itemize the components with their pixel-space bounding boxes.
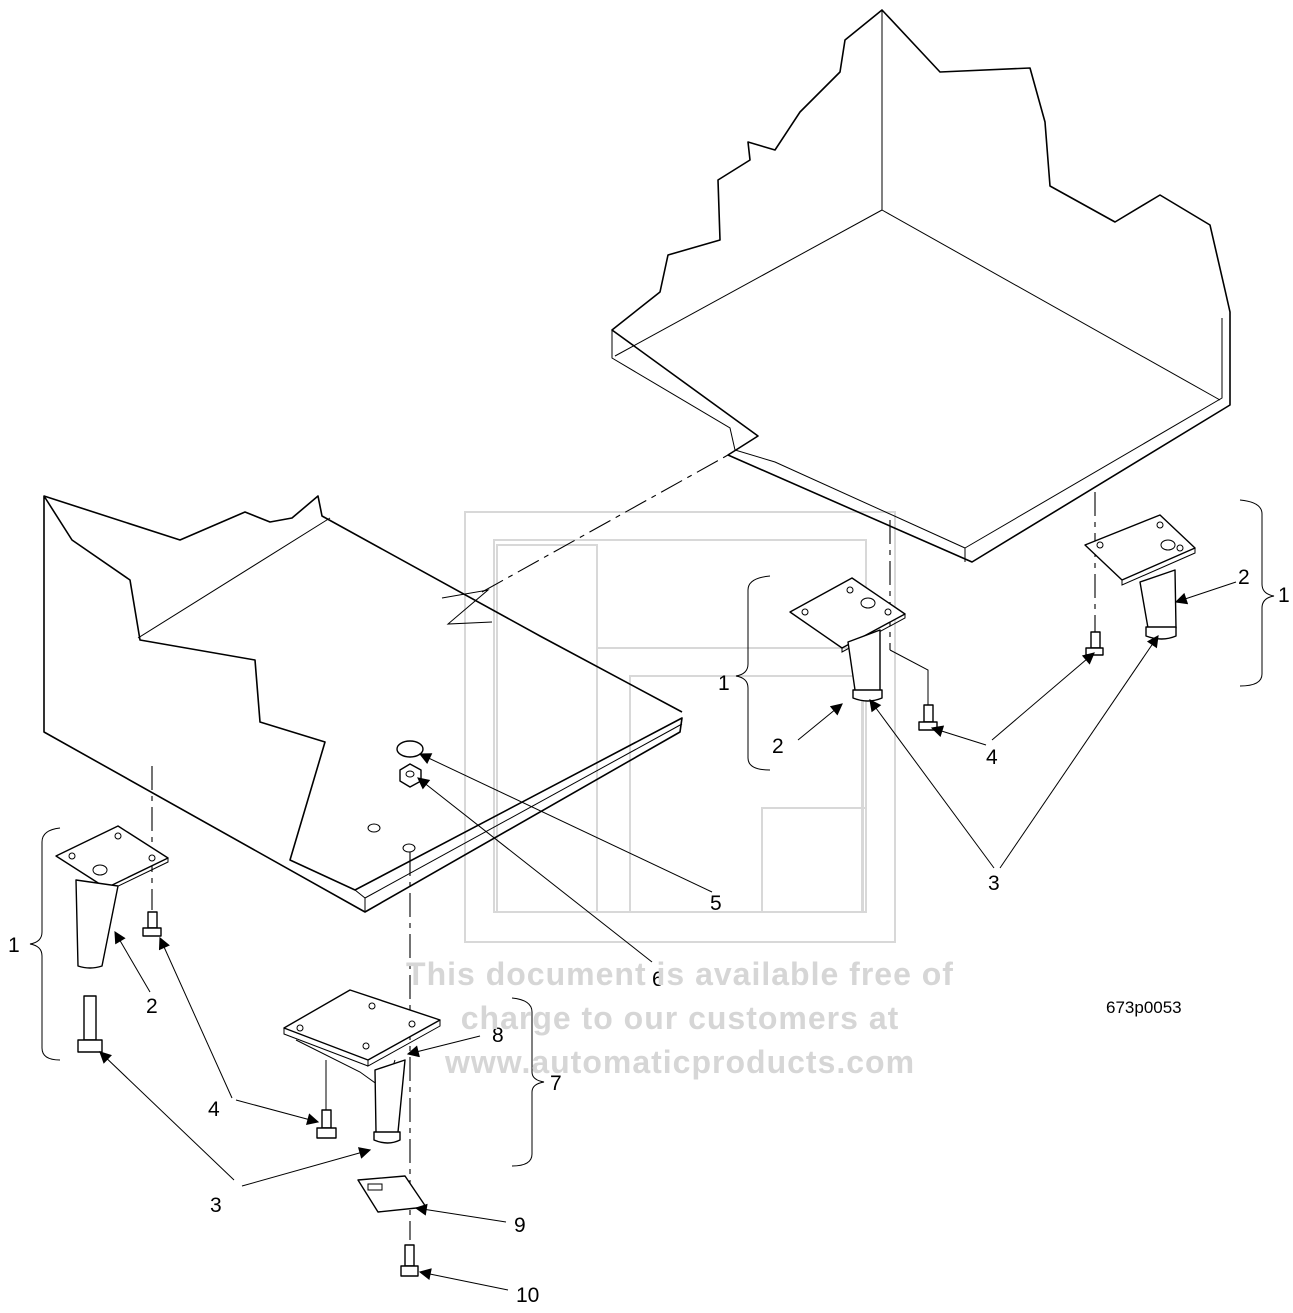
callout-label: 3: [210, 1194, 222, 1217]
callout-label: 5: [710, 892, 722, 915]
group-brackets: [29, 499, 1275, 1167]
watermark-logo: [464, 511, 896, 943]
lower-cabinet-base: [43, 495, 683, 913]
callout-label: 2: [772, 735, 784, 758]
leg-assembly-middle: [789, 577, 938, 731]
callout-label: 4: [986, 746, 998, 769]
watermark-line: This document is available free of: [406, 956, 954, 992]
callout-label: 3: [988, 872, 1000, 895]
callout-label: 1: [8, 934, 20, 957]
watermark-line: charge to our customers at: [460, 1000, 900, 1036]
watermark-text: This document is available free of charg…: [360, 952, 1000, 1084]
callout-label: 7: [550, 1072, 562, 1095]
upper-cabinet-base: [611, 9, 1231, 563]
callout-label: 10: [516, 1284, 539, 1307]
plug-button: [396, 740, 424, 758]
hex-nut: [399, 763, 422, 788]
watermark-line: www.automaticproducts.com: [444, 1044, 916, 1080]
leg-assembly-left: [55, 825, 169, 1053]
drawing-number: 673p0053: [1106, 998, 1182, 1017]
callout-label: 6: [652, 968, 664, 991]
bottom-screw: [400, 1244, 419, 1277]
callout-label: 8: [492, 1024, 504, 1047]
leader-arrows: [99, 581, 1237, 1291]
callout-label: 1: [718, 672, 730, 695]
callout-label: 1: [1278, 584, 1290, 607]
leg-assembly-right: [1084, 514, 1196, 656]
leg-assembly-center: [283, 989, 441, 1144]
callout-label: 2: [146, 995, 158, 1018]
callout-label: 9: [514, 1214, 526, 1237]
spacer-plate: [357, 1175, 427, 1213]
callout-label: 2: [1238, 566, 1250, 589]
callout-label: 4: [208, 1098, 220, 1121]
